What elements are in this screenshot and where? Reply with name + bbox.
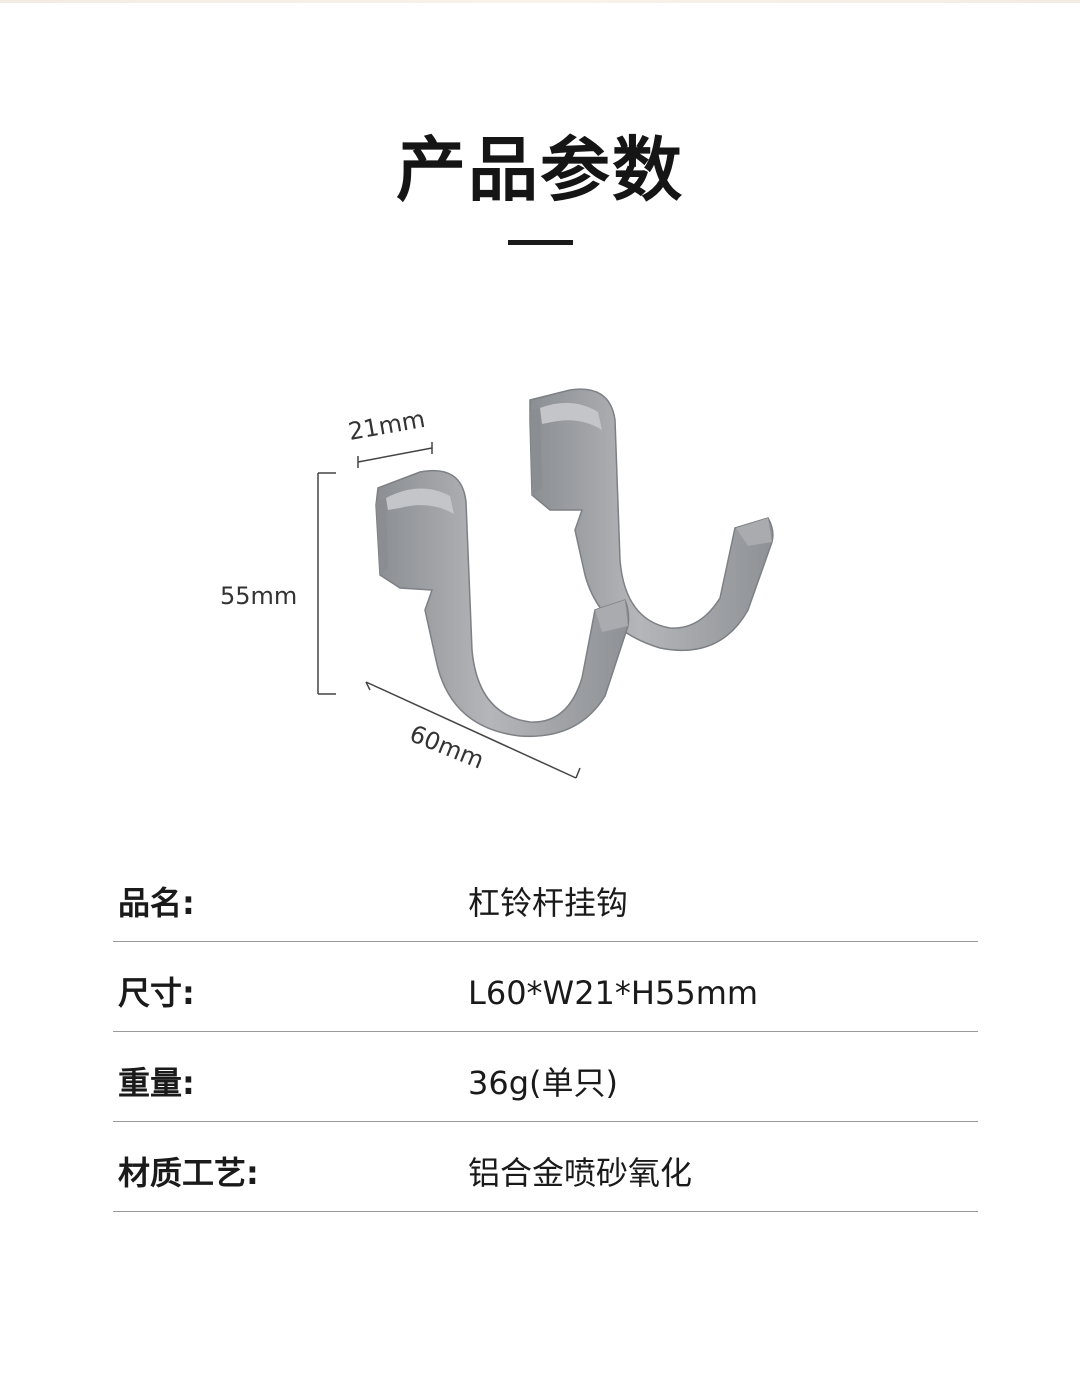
spec-value: 铝合金喷砂氧化 [468, 1154, 693, 1192]
spec-label: 重量: [118, 1064, 195, 1102]
barbell-hook-pair-image: 21mm 55mm 60mm [220, 388, 774, 779]
spec-table: 品名: 杠铃杆挂钩 尺寸: L60*W21*H55mm 重量: 36g(单只) … [113, 860, 978, 1212]
spec-value: L60*W21*H55mm [468, 974, 759, 1012]
spec-label: 材质工艺: [118, 1154, 259, 1192]
spec-row-weight: 重量: 36g(单只) [113, 1032, 978, 1122]
spec-row-material: 材质工艺: 铝合金喷砂氧化 [113, 1122, 978, 1212]
spec-value: 36g(单只) [468, 1064, 619, 1102]
height-dimension: 55mm [220, 472, 336, 695]
spec-row-size: 尺寸: L60*W21*H55mm [113, 942, 978, 1032]
width-label: 21mm [346, 405, 427, 446]
spec-value: 杠铃杆挂钩 [468, 884, 629, 922]
product-figure: 21mm 55mm 60mm [200, 360, 840, 800]
back-hook [529, 388, 774, 652]
height-label: 55mm [220, 582, 297, 610]
front-hook [375, 469, 630, 738]
page-title: 产品参数 [396, 129, 684, 211]
length-label: 60mm [406, 720, 488, 775]
spec-label: 品名: [118, 884, 195, 922]
top-strip [0, 0, 1080, 3]
spec-row-name: 品名: 杠铃杆挂钩 [113, 860, 978, 942]
spec-label: 尺寸: [118, 974, 195, 1012]
title-underline [508, 240, 573, 245]
width-dimension: 21mm [346, 405, 433, 468]
